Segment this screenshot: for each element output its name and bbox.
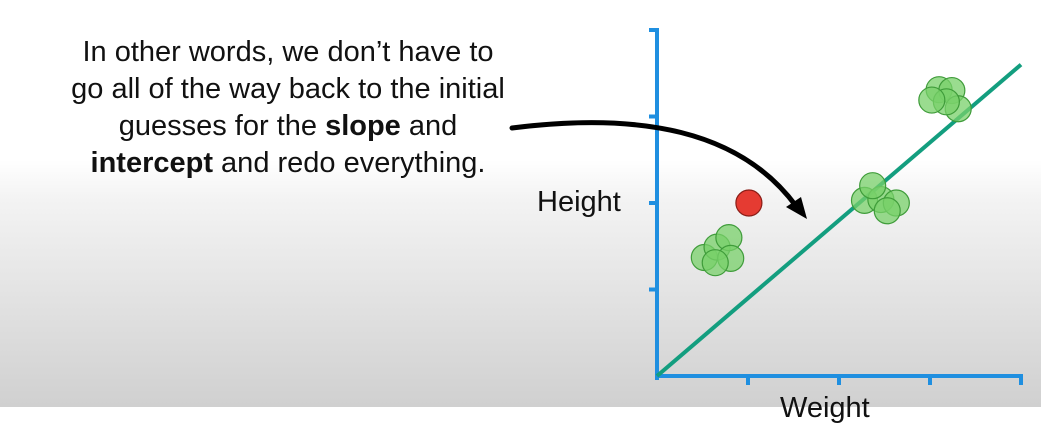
intercept-keyword: intercept (90, 147, 213, 179)
slope-keyword: slope (325, 110, 401, 142)
arrow-head (786, 197, 807, 219)
explanation-line-3-post: and (400, 110, 458, 142)
explanation-line-3-pre: guesses for the (118, 110, 326, 142)
explanation-text: In other words, we don’t have to go all … (28, 34, 548, 182)
explanation-line-4: intercept and redo everything. (28, 145, 548, 182)
arrow-curve (509, 120, 799, 209)
arrow-group (509, 120, 807, 219)
explanation-line-3: guesses for the slope and (28, 108, 548, 145)
explanation-line-4-post: and redo everything. (213, 147, 486, 179)
axes (649, 28, 1023, 385)
data-points (690, 76, 972, 277)
data-point (859, 172, 887, 200)
scatter-plot (509, 28, 1023, 385)
data-point (918, 86, 946, 114)
data-point (701, 249, 729, 277)
data-point (873, 197, 901, 225)
explanation-line-1: In other words, we don’t have to (82, 36, 494, 68)
explanation-line-2: go all of the way back to the initial (71, 73, 505, 105)
y-axis-label: Height (537, 186, 621, 218)
highlighted-point (735, 189, 763, 217)
